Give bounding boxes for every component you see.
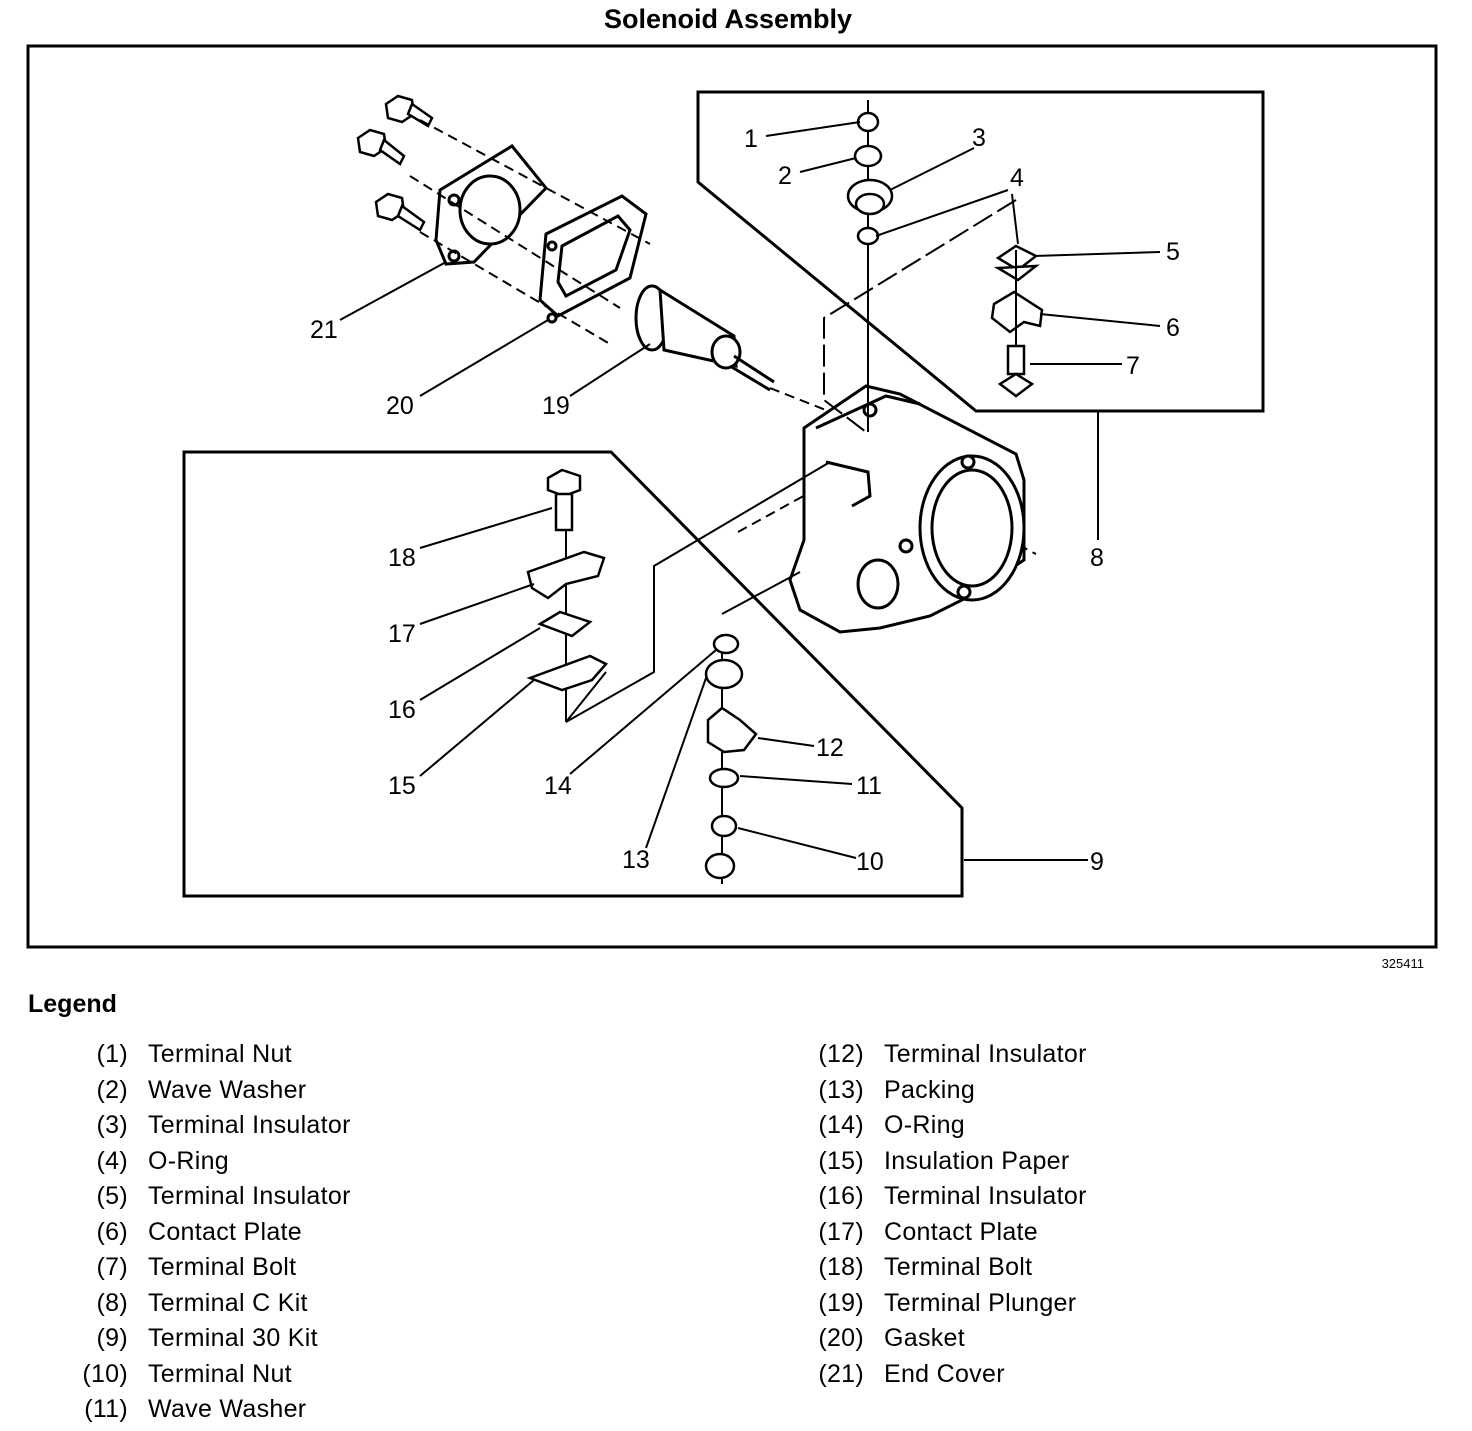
callout-5: 5	[1166, 238, 1180, 266]
bolt-top	[384, 94, 434, 128]
terminal-bolt-18	[546, 468, 582, 498]
o-ring-14	[712, 633, 740, 655]
legend-item: (19)Terminal Plunger	[818, 1288, 1077, 1317]
callout-18: 18	[388, 544, 416, 572]
figure-id: 325411	[1381, 956, 1424, 971]
callout-8: 8	[1090, 544, 1104, 572]
legend-item: (3)Terminal Insulator	[96, 1111, 351, 1139]
callout-20: 20	[386, 392, 414, 420]
callout-7: 7	[1126, 352, 1140, 380]
callout-17: 17	[388, 620, 416, 648]
legend-item: (18)Terminal Bolt	[818, 1253, 1033, 1281]
legend-item: (12)Terminal Insulator	[818, 1040, 1087, 1068]
callout-21: 21	[310, 316, 338, 344]
callout-6: 6	[1166, 314, 1180, 342]
terminal-insulator-12	[706, 706, 758, 754]
callout-13: 13	[622, 846, 650, 874]
diagram-title: Solenoid Assembly	[603, 4, 853, 34]
callout-1: 1	[744, 125, 758, 153]
callout-2: 2	[778, 162, 792, 190]
packing-13	[704, 658, 744, 690]
terminal-nut-10	[710, 814, 738, 838]
legend-item: (4)O-Ring	[96, 1146, 229, 1175]
callout-16: 16	[388, 696, 416, 724]
solenoid-body	[788, 384, 1026, 634]
legend-column-left: (1)Terminal Nut (2)Wave Washer (3)Termin…	[70, 1040, 351, 1431]
terminal-insulator-16	[537, 610, 593, 638]
terminal-nut-1	[856, 111, 880, 133]
legend-item: (14)O-Ring	[818, 1111, 965, 1139]
terminal-c-kit-box	[696, 90, 1265, 413]
legend-item: (11)Wave Washer	[84, 1395, 307, 1423]
solenoid-exploded-diagram: 1 2 3 4 5 6 7 8 9 10 11 12 13 14 15 16 1…	[26, 44, 1438, 949]
legend-item: (2)Wave Washer	[96, 1075, 307, 1104]
callout-10: 10	[856, 848, 884, 876]
terminal-30-kit-box	[182, 450, 964, 898]
gasket	[538, 194, 648, 324]
end-cover	[434, 144, 549, 266]
legend-item: (6)Contact Plate	[96, 1217, 302, 1246]
wave-washer-11	[708, 767, 740, 789]
legend-item: (20)Gasket	[818, 1324, 965, 1352]
callout-4: 4	[1010, 164, 1024, 192]
legend-item: (1)Terminal Nut	[96, 1040, 292, 1068]
callout-9: 9	[1090, 848, 1104, 876]
legend-title: Legend	[28, 990, 117, 1018]
legend-item: (15)Insulation Paper	[818, 1146, 1070, 1175]
terminal-plunger	[634, 284, 775, 392]
legend-item: (5)Terminal Insulator	[96, 1182, 351, 1210]
legend-item: (9)Terminal 30 Kit	[96, 1324, 318, 1352]
callout-3: 3	[972, 124, 986, 152]
legend-item: (8)Terminal C Kit	[96, 1288, 308, 1317]
contact-plate-17	[526, 550, 606, 600]
diagram-frame	[26, 44, 1438, 949]
legend-item: (7)Terminal Bolt	[96, 1253, 297, 1281]
callout-15: 15	[388, 772, 416, 800]
callout-19: 19	[542, 392, 570, 420]
o-ring-4	[856, 226, 880, 246]
callout-12: 12	[816, 734, 844, 762]
callout-11: 11	[856, 772, 882, 800]
insulation-paper-15	[526, 654, 609, 692]
wave-washer-2	[853, 144, 883, 168]
legend-item: (13)Packing	[818, 1075, 976, 1104]
legend-item: (21)End Cover	[818, 1359, 1005, 1388]
legend-item: (17)Contact Plate	[818, 1217, 1038, 1246]
callout-14: 14	[544, 772, 572, 800]
leader-lines	[339, 121, 1161, 861]
bolt-bottom	[374, 192, 426, 232]
bolt-mid	[356, 128, 406, 166]
legend-item: (10)Terminal Nut	[82, 1359, 292, 1388]
legend-column-right: (12)Terminal Insulator (13)Packing (14)O…	[806, 1040, 1087, 1395]
legend-item: (16)Terminal Insulator	[818, 1182, 1087, 1210]
terminal-bolt-7	[1006, 344, 1026, 376]
